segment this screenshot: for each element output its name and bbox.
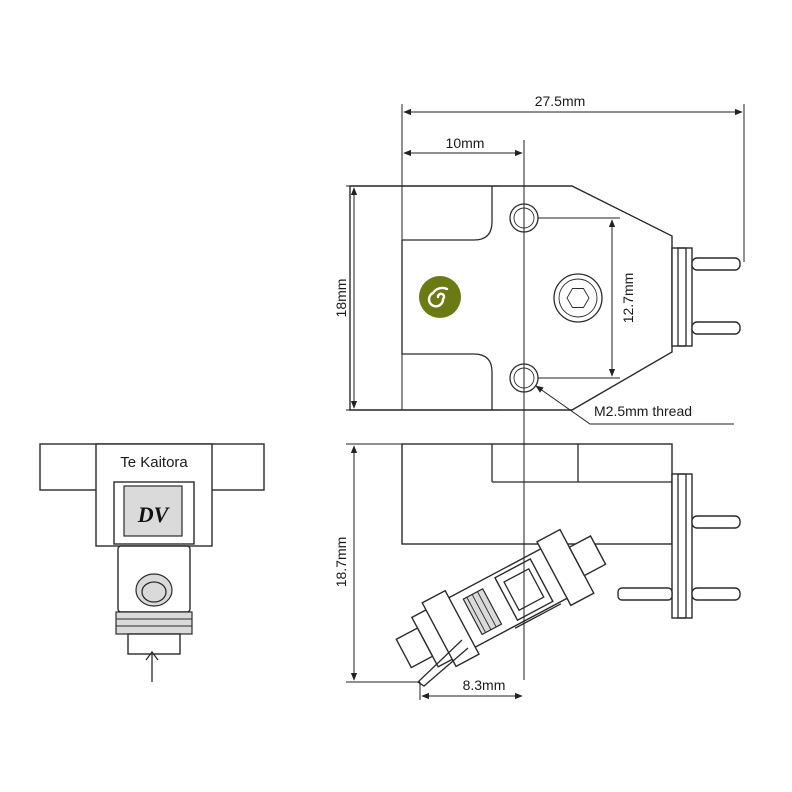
side-view-body [401, 443, 673, 545]
top-view-plate [401, 186, 493, 410]
cantilever [416, 639, 469, 687]
dim-thread: M2.5mm thread [594, 403, 692, 419]
spiral-logo-icon [419, 276, 461, 318]
dimensions: 27.5mm 10mm 18mm 12.7mm M2.5mm thread 18… [333, 93, 745, 700]
top-view [349, 185, 741, 411]
pin-side-1 [691, 515, 741, 529]
pin-top-1 [691, 257, 741, 271]
brand-label: Te Kaitora [120, 454, 188, 471]
terminal-block [671, 247, 693, 347]
dim-stylus-offset: 8.3mm [463, 677, 506, 693]
dv-monogram-icon [123, 485, 183, 537]
front-view: Te Kaitora DV [39, 443, 265, 682]
side-view [395, 443, 741, 687]
terminal-block-inner [677, 247, 687, 347]
dim-hole-spacing: 12.7mm [620, 273, 636, 324]
dim-width-total: 27.5mm [535, 93, 586, 109]
monogram-label: DV [137, 502, 171, 527]
front-stylus-housing [127, 633, 181, 655]
dim-line-thread [535, 385, 734, 425]
front-ribbed-band [115, 611, 193, 635]
pin-side-back [617, 587, 673, 601]
hex-socket-icon [553, 273, 603, 323]
pin-side-2 [691, 587, 741, 601]
dim-pin-offset: 10mm [446, 135, 485, 151]
dim-height-side: 18.7mm [333, 537, 349, 588]
side-terminal-plate [671, 473, 693, 619]
dim-height-top: 18mm [333, 279, 349, 318]
generator-assembly [395, 528, 607, 669]
pin-top-2 [691, 321, 741, 335]
